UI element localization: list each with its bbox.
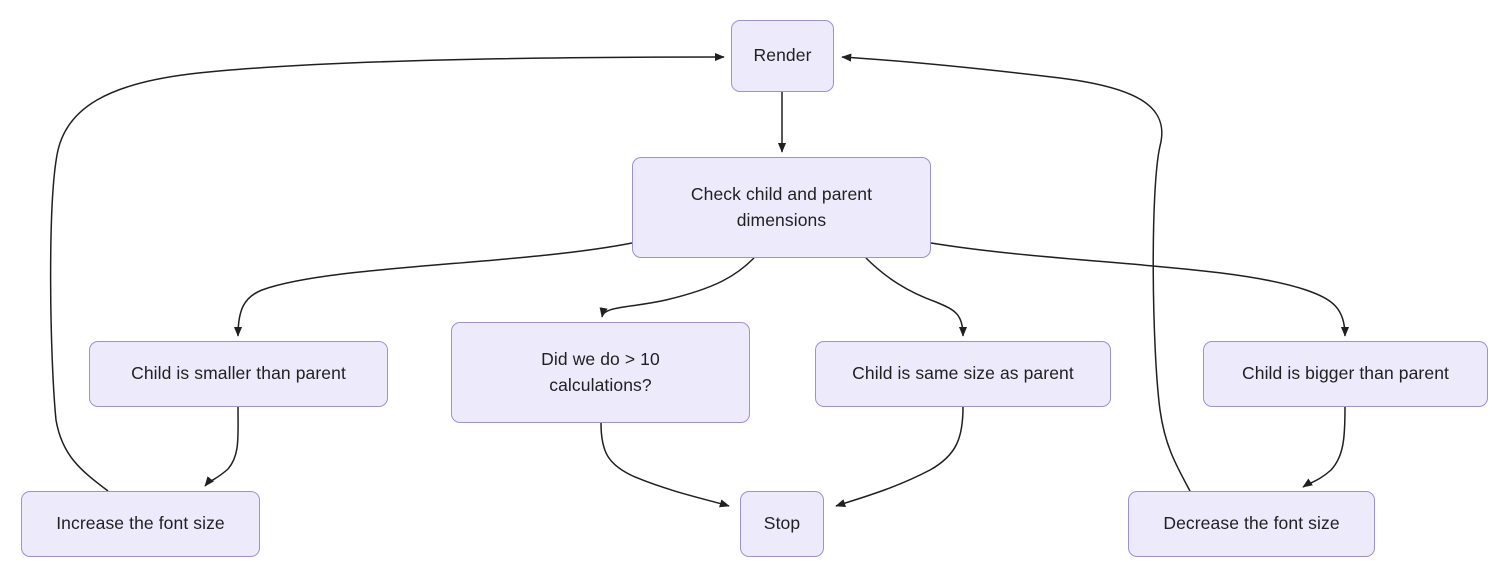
- node-stop[interactable]: Stop: [740, 491, 824, 557]
- edge-decrease-to-render: [841, 53, 1191, 492]
- node-increase-font-size-label: Increase the font size: [56, 513, 225, 534]
- edge-smaller-to-increase: [204, 406, 239, 487]
- edge-bigger-to-decrease: [1302, 406, 1346, 488]
- node-child-smaller[interactable]: Child is smaller than parent: [89, 341, 388, 407]
- node-calculations-check[interactable]: Did we do > 10 calculations?: [451, 322, 750, 423]
- edge-calculations-to-stop: [600, 422, 730, 508]
- node-child-bigger[interactable]: Child is bigger than parent: [1203, 341, 1488, 407]
- node-increase-font-size[interactable]: Increase the font size: [21, 491, 260, 557]
- edge-check-to-calculations: [599, 257, 755, 318]
- node-stop-label: Stop: [763, 513, 801, 534]
- node-check-dimensions[interactable]: Check child and parent dimensions: [632, 157, 931, 258]
- node-render-label: Render: [753, 45, 812, 66]
- node-child-smaller-label: Child is smaller than parent: [131, 363, 346, 384]
- node-child-same-size[interactable]: Child is same size as parent: [815, 341, 1111, 407]
- node-child-same-size-label: Child is same size as parent: [852, 363, 1074, 384]
- edge-check-to-same: [865, 257, 968, 337]
- node-decrease-font-size-label: Decrease the font size: [1163, 513, 1340, 534]
- node-check-dimensions-label: Check child and parent dimensions: [690, 184, 873, 230]
- node-calculations-check-label: Did we do > 10 calculations?: [541, 349, 660, 395]
- edge-check-to-bigger: [930, 242, 1350, 337]
- edge-same-to-stop: [835, 406, 964, 507]
- edge-increase-to-render: [49, 52, 725, 492]
- node-child-bigger-label: Child is bigger than parent: [1242, 363, 1449, 384]
- node-render[interactable]: Render: [731, 20, 834, 92]
- node-decrease-font-size[interactable]: Decrease the font size: [1128, 491, 1375, 557]
